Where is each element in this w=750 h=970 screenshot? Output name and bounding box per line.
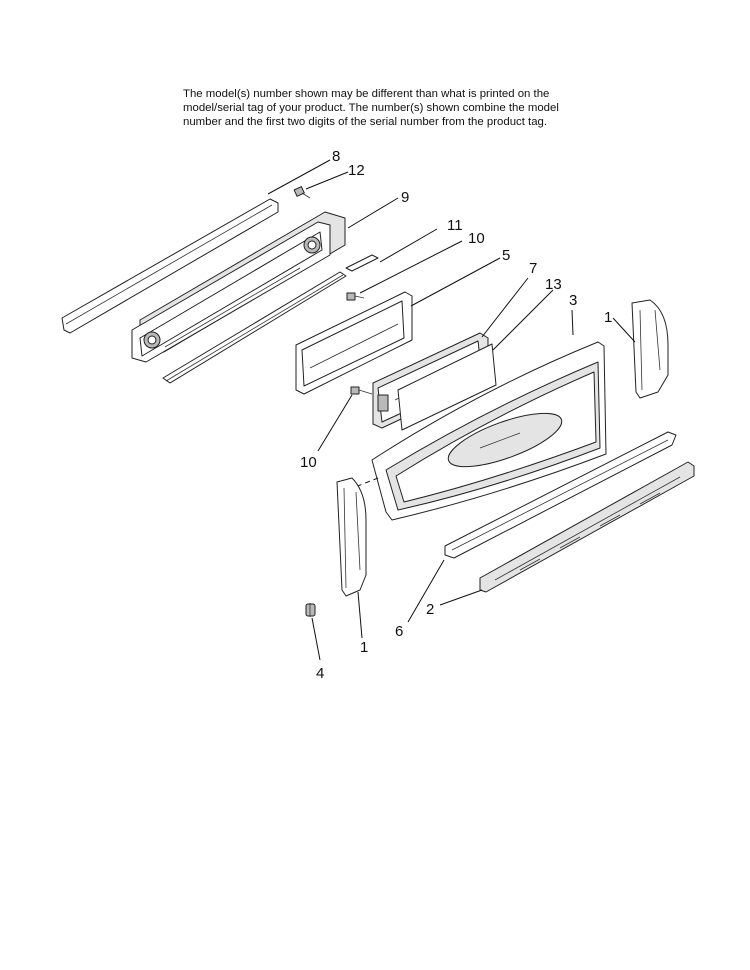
callout-13: 13 bbox=[545, 276, 562, 293]
part-8-rear-shield[interactable] bbox=[61, 198, 279, 334]
callout-10-top: 10 bbox=[468, 230, 485, 247]
part-1-end-cap-left[interactable] bbox=[336, 477, 367, 597]
callout-8: 8 bbox=[332, 148, 340, 165]
callout-4: 4 bbox=[316, 665, 324, 682]
part-1-end-cap-right[interactable] bbox=[631, 299, 669, 399]
callout-9: 9 bbox=[401, 189, 409, 206]
callout-labels: 8 12 9 11 10 5 7 13 3 1 10 6 2 1 4 bbox=[300, 148, 612, 682]
disclaimer-line-1: The model(s) number shown may be differe… bbox=[183, 88, 550, 100]
part-11-bracket[interactable] bbox=[345, 254, 379, 272]
callout-10-bottom: 10 bbox=[300, 454, 317, 471]
callout-1-right: 1 bbox=[604, 309, 612, 326]
callout-2: 2 bbox=[426, 601, 434, 618]
part-4-mount-screw[interactable] bbox=[305, 603, 316, 617]
callout-5: 5 bbox=[502, 247, 510, 264]
callout-12: 12 bbox=[348, 162, 365, 179]
part-5-control-enclosure[interactable] bbox=[295, 291, 413, 395]
disclaimer-note: The model(s) number shown may be differe… bbox=[183, 87, 603, 129]
part-12-screw[interactable] bbox=[293, 186, 311, 199]
part-6-trim-strip[interactable] bbox=[444, 431, 677, 559]
part-3-console-panel[interactable] bbox=[339, 341, 607, 521]
callout-3: 3 bbox=[569, 292, 577, 309]
callout-1-left: 1 bbox=[360, 639, 368, 656]
callout-7: 7 bbox=[529, 260, 537, 277]
callout-6: 6 bbox=[395, 623, 403, 640]
callout-11: 11 bbox=[447, 217, 463, 234]
part-10-screw-bottom[interactable] bbox=[350, 386, 373, 395]
part-2-vent-grille[interactable] bbox=[479, 461, 695, 593]
leader-lines bbox=[267, 159, 636, 661]
disclaimer-line-2: model/serial tag of your product. The nu… bbox=[183, 102, 559, 114]
part-13-overlay[interactable] bbox=[397, 343, 497, 431]
part-10-screw-top[interactable] bbox=[346, 292, 365, 301]
part-9-control-housing[interactable] bbox=[131, 211, 347, 384]
disclaimer-line-3: number and the first two digits of the s… bbox=[183, 116, 548, 128]
